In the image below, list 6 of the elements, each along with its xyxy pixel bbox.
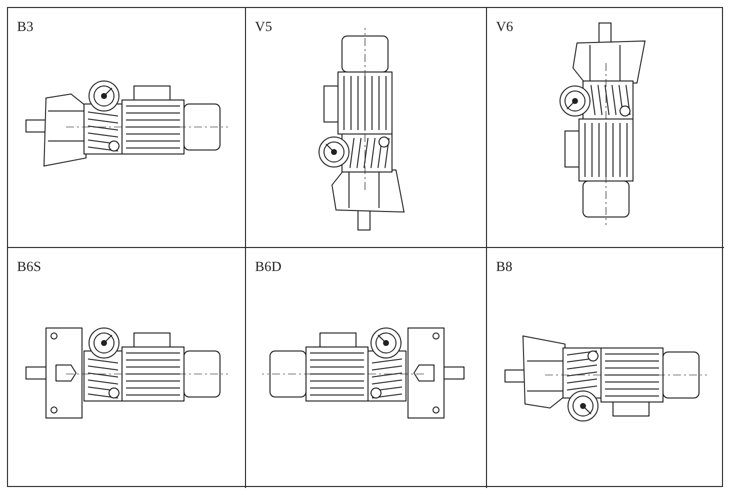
mounting-position-label: B8 — [496, 260, 512, 276]
mounting-position-label: B6S — [17, 260, 42, 276]
mounting-position-label: B3 — [17, 20, 34, 36]
mounting-position-label: V5 — [255, 20, 272, 36]
mounting-position-label: V6 — [496, 20, 514, 36]
mounting-position-label: B6D — [255, 260, 282, 276]
